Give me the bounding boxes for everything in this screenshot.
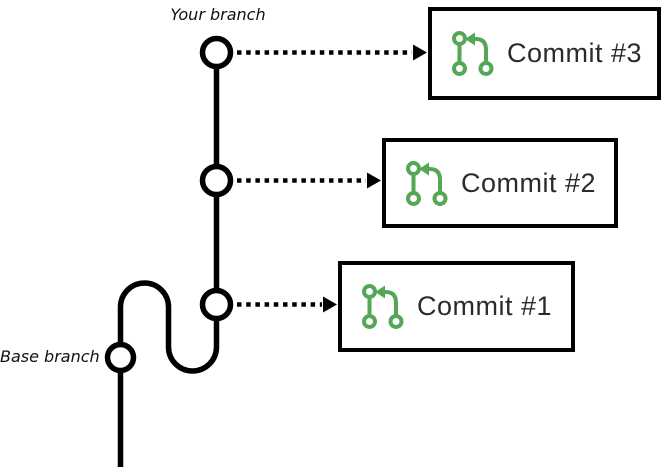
- arrow-commit-1: [237, 296, 337, 313]
- commit-label: Commit #1: [417, 291, 553, 321]
- base-branch-label: Base branch: [0, 347, 100, 366]
- branch-merge-curve: [117, 280, 220, 374]
- commit-node-2: [199, 163, 234, 198]
- commit-box-2: Commit #2: [382, 138, 618, 228]
- your-branch-label: Your branch: [170, 5, 266, 24]
- commit-box-3: Commit #3: [428, 7, 661, 100]
- git-commit-icon: [452, 31, 494, 76]
- commit-node-1: [199, 287, 234, 322]
- git-commit-icon: [406, 160, 448, 206]
- commit-label: Commit #2: [461, 167, 597, 198]
- commit-node-3: [199, 35, 234, 70]
- commit-label: Commit #3: [507, 38, 643, 68]
- arrow-commit-2: [237, 172, 381, 189]
- arrowhead-icon: [413, 44, 427, 61]
- arrowhead-icon: [323, 296, 337, 313]
- commit-box-1: Commit #1: [338, 261, 575, 352]
- arrowhead-icon: [367, 172, 381, 189]
- base-branch-node: [104, 341, 137, 374]
- arrow-commit-3: [237, 44, 427, 61]
- git-commit-icon: [362, 284, 404, 329]
